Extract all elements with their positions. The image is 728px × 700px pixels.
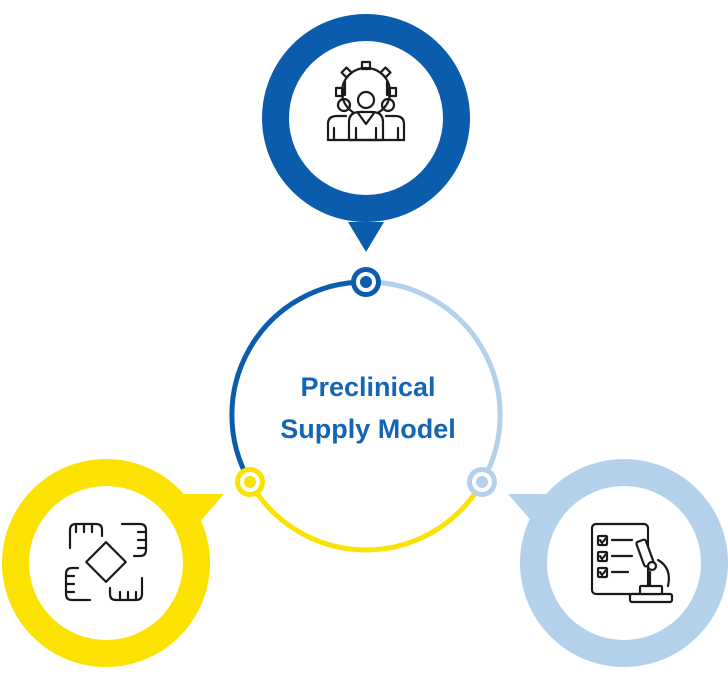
node-top-pointer	[348, 222, 384, 252]
ring-marker-top	[351, 267, 381, 297]
node-left-collaboration	[2, 459, 224, 667]
center-title-line2: Supply Model	[280, 414, 456, 444]
ring-arc-yellow	[247, 480, 485, 553]
center-title: Preclinical Supply Model	[248, 366, 488, 450]
ring-marker-left	[235, 467, 265, 497]
hands-collaboration-icon	[64, 522, 148, 602]
node-left-pointer	[180, 494, 224, 524]
center-title-line1: Preclinical	[300, 372, 436, 402]
node-top-team	[262, 14, 470, 252]
ring-arc-light-blue	[365, 279, 503, 484]
team-gear-icon	[326, 60, 406, 142]
checklist-microscope-icon	[590, 522, 674, 604]
node-right-lab-review	[508, 459, 728, 667]
ring-arc-dark-blue	[229, 279, 367, 484]
ring-marker-right	[467, 467, 497, 497]
